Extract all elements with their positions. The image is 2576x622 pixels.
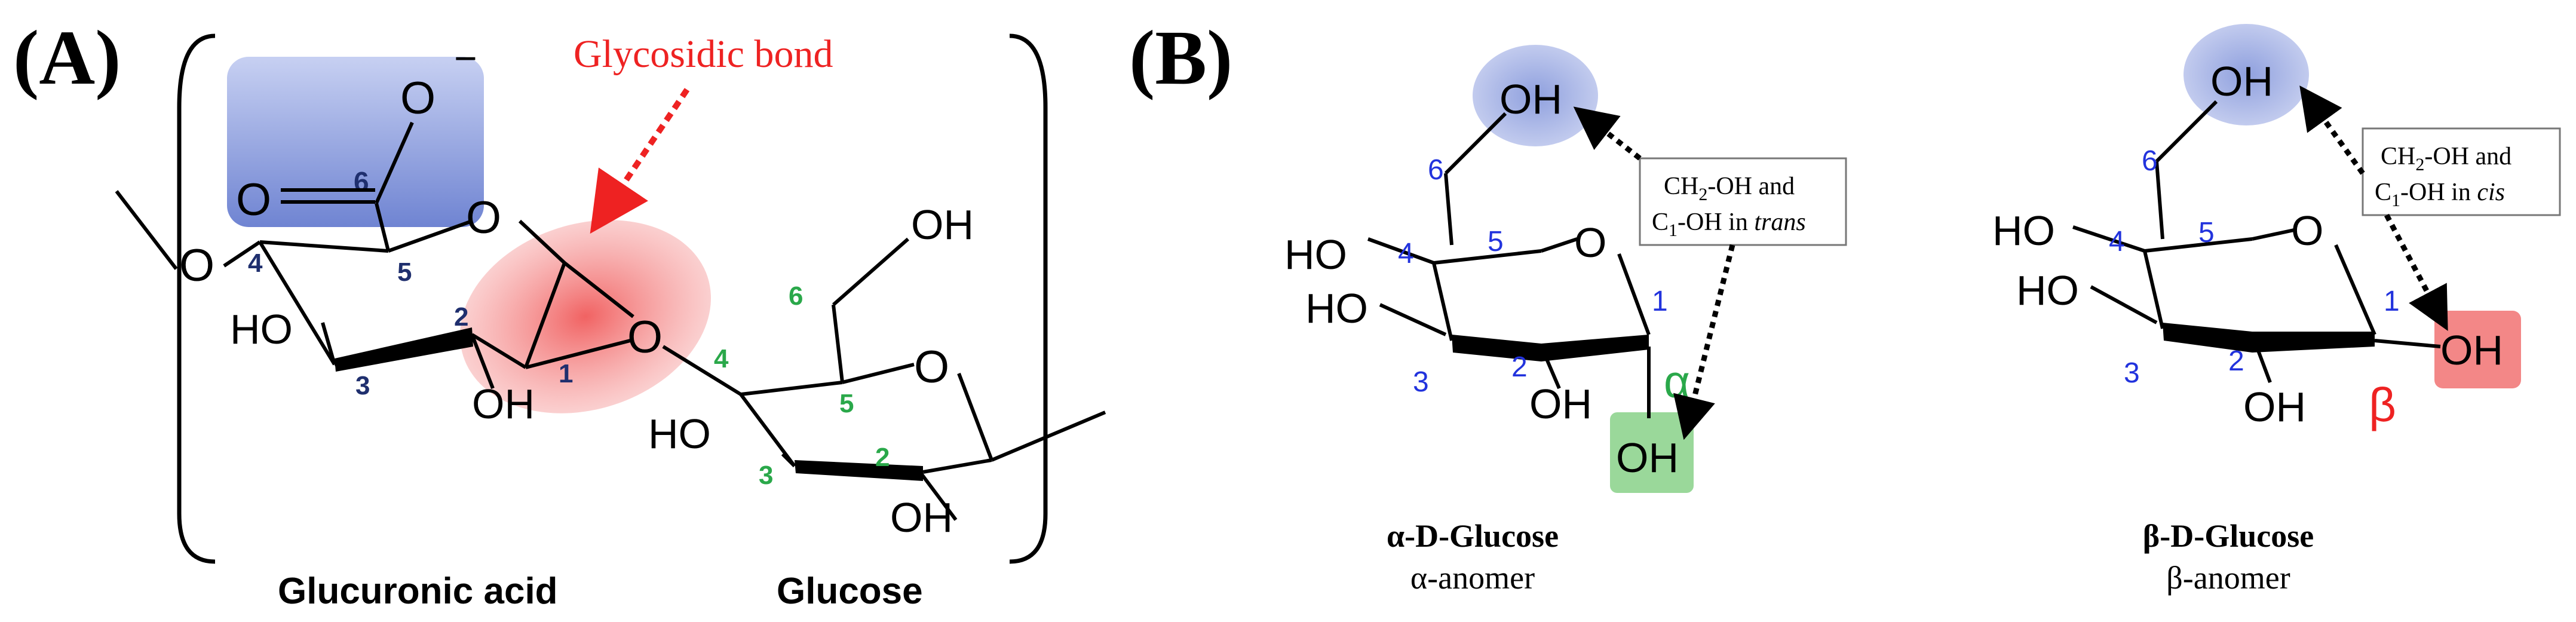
alpha-ho3: HO bbox=[1305, 285, 1368, 332]
alpha-title: α-D-Glucose bbox=[1387, 518, 1559, 554]
acid-number-1: 1 bbox=[559, 359, 573, 388]
beta-title: β-D-Glucose bbox=[2143, 518, 2314, 554]
glucose-ho: HO bbox=[648, 410, 711, 457]
ring-o-acid: O bbox=[466, 192, 501, 243]
beta-glucose: OH O HO HO OH OH β 1 2 3 4 5 6 CH2-OH an… bbox=[1992, 24, 2561, 596]
acid-ho: HO bbox=[230, 306, 293, 353]
beta-note-box bbox=[2362, 127, 2561, 216]
beta-oh1-highlight bbox=[2434, 311, 2521, 388]
beta-oh1: OH bbox=[2440, 327, 2503, 373]
acid-oh: OH bbox=[472, 381, 535, 427]
acid-number-4: 4 bbox=[248, 249, 263, 278]
beta-wedge bbox=[2163, 323, 2375, 353]
alpha-number-3: 3 bbox=[1413, 366, 1429, 398]
left-bracket bbox=[177, 33, 216, 564]
glucose-number-2: 2 bbox=[875, 443, 890, 472]
glyco-o: O bbox=[627, 312, 663, 363]
alpha-symbol: α bbox=[1664, 357, 1690, 407]
carboxyl-highlight bbox=[227, 57, 484, 227]
alpha-ho4: HO bbox=[1284, 231, 1347, 278]
glucose-oh-c6: OH bbox=[911, 201, 974, 248]
glucose-oh-c2: OH bbox=[890, 494, 953, 541]
glucuronic-wedge bbox=[335, 327, 473, 372]
beta-number-6: 6 bbox=[2142, 145, 2158, 177]
alpha-note-line1: CH2-OH and bbox=[1664, 173, 1795, 204]
glucose-ring-o: O bbox=[914, 342, 949, 393]
alpha-oh6: OH bbox=[1499, 76, 1562, 122]
glucose-number-6: 6 bbox=[789, 281, 803, 311]
glucose-number-5: 5 bbox=[839, 389, 854, 418]
beta-oh6: OH bbox=[2210, 58, 2273, 105]
beta-note-line1: CH2-OH and bbox=[2381, 143, 2511, 174]
alpha-note-box bbox=[1639, 157, 1847, 246]
glucose-wedge bbox=[795, 460, 923, 481]
c5-c6-bond bbox=[375, 203, 390, 252]
right-bracket bbox=[1009, 33, 1048, 564]
beta-ho4: HO bbox=[1992, 207, 2055, 254]
beta-number-4: 4 bbox=[2109, 226, 2125, 258]
alpha-arrow-oh1 bbox=[1673, 244, 1735, 440]
glucose-c2-c1 bbox=[922, 458, 992, 474]
acid-number-5: 5 bbox=[397, 258, 412, 287]
beta-arrow-oh1 bbox=[2384, 213, 2448, 331]
carboxyl-o-double: O bbox=[236, 174, 271, 225]
alpha-oh2: OH bbox=[1529, 381, 1592, 427]
glycosidic-arrow bbox=[590, 88, 690, 234]
acid-number-2: 2 bbox=[454, 302, 468, 332]
link-o-left: O bbox=[179, 240, 214, 291]
beta-number-2: 2 bbox=[2228, 345, 2244, 377]
c6-number-acid: 6 bbox=[354, 166, 369, 197]
beta-ho3: HO bbox=[2016, 267, 2079, 314]
alpha-note-line2: C1-OH in trans bbox=[1652, 209, 1806, 240]
beta-arrow-oh6 bbox=[2299, 85, 2365, 175]
alpha-number-5: 5 bbox=[1488, 226, 1504, 258]
panel-b-label: (B) bbox=[1129, 15, 1232, 101]
carboxyl-o-top: O bbox=[400, 73, 436, 124]
beta-number-1: 1 bbox=[2384, 286, 2400, 317]
alpha-oh1-highlight bbox=[1610, 412, 1694, 493]
alpha-number-6: 6 bbox=[1428, 154, 1444, 186]
alpha-glucose: OH O HO HO OH OH α 1 2 3 4 5 6 CH2-OH an… bbox=[1284, 45, 1847, 596]
caption-glucose: Glucose bbox=[777, 571, 923, 612]
acid-number-3: 3 bbox=[355, 371, 370, 400]
alpha-oh6-highlight bbox=[1473, 45, 1598, 146]
c1-oglyco-bond bbox=[525, 339, 631, 369]
alpha-number-4: 4 bbox=[1398, 238, 1414, 269]
alpha-number-2: 2 bbox=[1511, 351, 1528, 383]
panel-a: (A) Glycosidic bond − O O 6 bbox=[13, 15, 1106, 612]
panel-b: (B) OH O HO HO OH OH bbox=[1129, 15, 2561, 596]
caption-glucuronic-acid: Glucuronic acid bbox=[278, 571, 558, 612]
alpha-number-1: 1 bbox=[1652, 286, 1668, 317]
alpha-oh1: OH bbox=[1616, 434, 1679, 481]
c6-o-bond bbox=[375, 121, 414, 204]
beta-number-3: 3 bbox=[2124, 357, 2140, 389]
beta-symbol: β bbox=[2369, 378, 2396, 431]
beta-note-line2: C1-OH in cis bbox=[2375, 179, 2505, 210]
beta-subtitle: β-anomer bbox=[2166, 560, 2290, 596]
glucose-number-4: 4 bbox=[714, 344, 729, 373]
alpha-ring-o: O bbox=[1574, 219, 1606, 266]
alpha-subtitle: α-anomer bbox=[1410, 560, 1535, 596]
glucose-number-3: 3 bbox=[759, 461, 773, 490]
alpha-arrow-oh6 bbox=[1573, 106, 1642, 161]
glucose-ring bbox=[662, 237, 1106, 521]
glycosidic-bond-label: Glycosidic bond bbox=[574, 32, 833, 76]
beta-oh6-highlight bbox=[2184, 24, 2309, 125]
beta-number-5: 5 bbox=[2198, 217, 2215, 249]
alpha-wedge bbox=[1452, 335, 1649, 361]
carboxyl-charge: − bbox=[454, 36, 477, 80]
beta-ring-o: O bbox=[2291, 207, 2323, 254]
panel-a-label: (A) bbox=[13, 15, 121, 101]
beta-oh2: OH bbox=[2243, 384, 2306, 430]
